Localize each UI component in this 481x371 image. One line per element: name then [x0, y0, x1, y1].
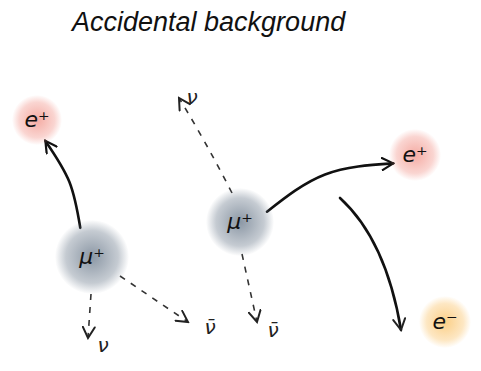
- neutrino-track: [179, 98, 232, 193]
- particle-glow: μ⁺: [55, 220, 129, 294]
- particle-label: μ⁺: [79, 246, 105, 268]
- electron-track: [340, 198, 401, 330]
- neutrino-label: ν: [97, 335, 108, 355]
- particle-glow: e⁻: [419, 296, 471, 348]
- particle-label: μ⁺: [227, 211, 253, 233]
- neutrino-label: ν̄: [267, 320, 278, 340]
- decay-arrow: [45, 141, 80, 228]
- particle-label: e⁻: [432, 311, 457, 333]
- particle-label: e⁺: [24, 109, 49, 131]
- particle-glow: μ⁺: [206, 188, 274, 256]
- particle-glow: e⁺: [12, 95, 62, 145]
- neutrino-label: ν: [186, 87, 197, 107]
- particle-label: e⁺: [402, 144, 427, 166]
- neutrino-track: [120, 276, 188, 322]
- particle-glow: e⁺: [389, 129, 441, 181]
- neutrino-track: [242, 254, 257, 322]
- diagram-title: Accidental background: [72, 8, 345, 38]
- neutrino-track: [88, 294, 91, 338]
- neutrino-label: ν̄: [204, 317, 215, 337]
- decay-arrow: [267, 163, 393, 211]
